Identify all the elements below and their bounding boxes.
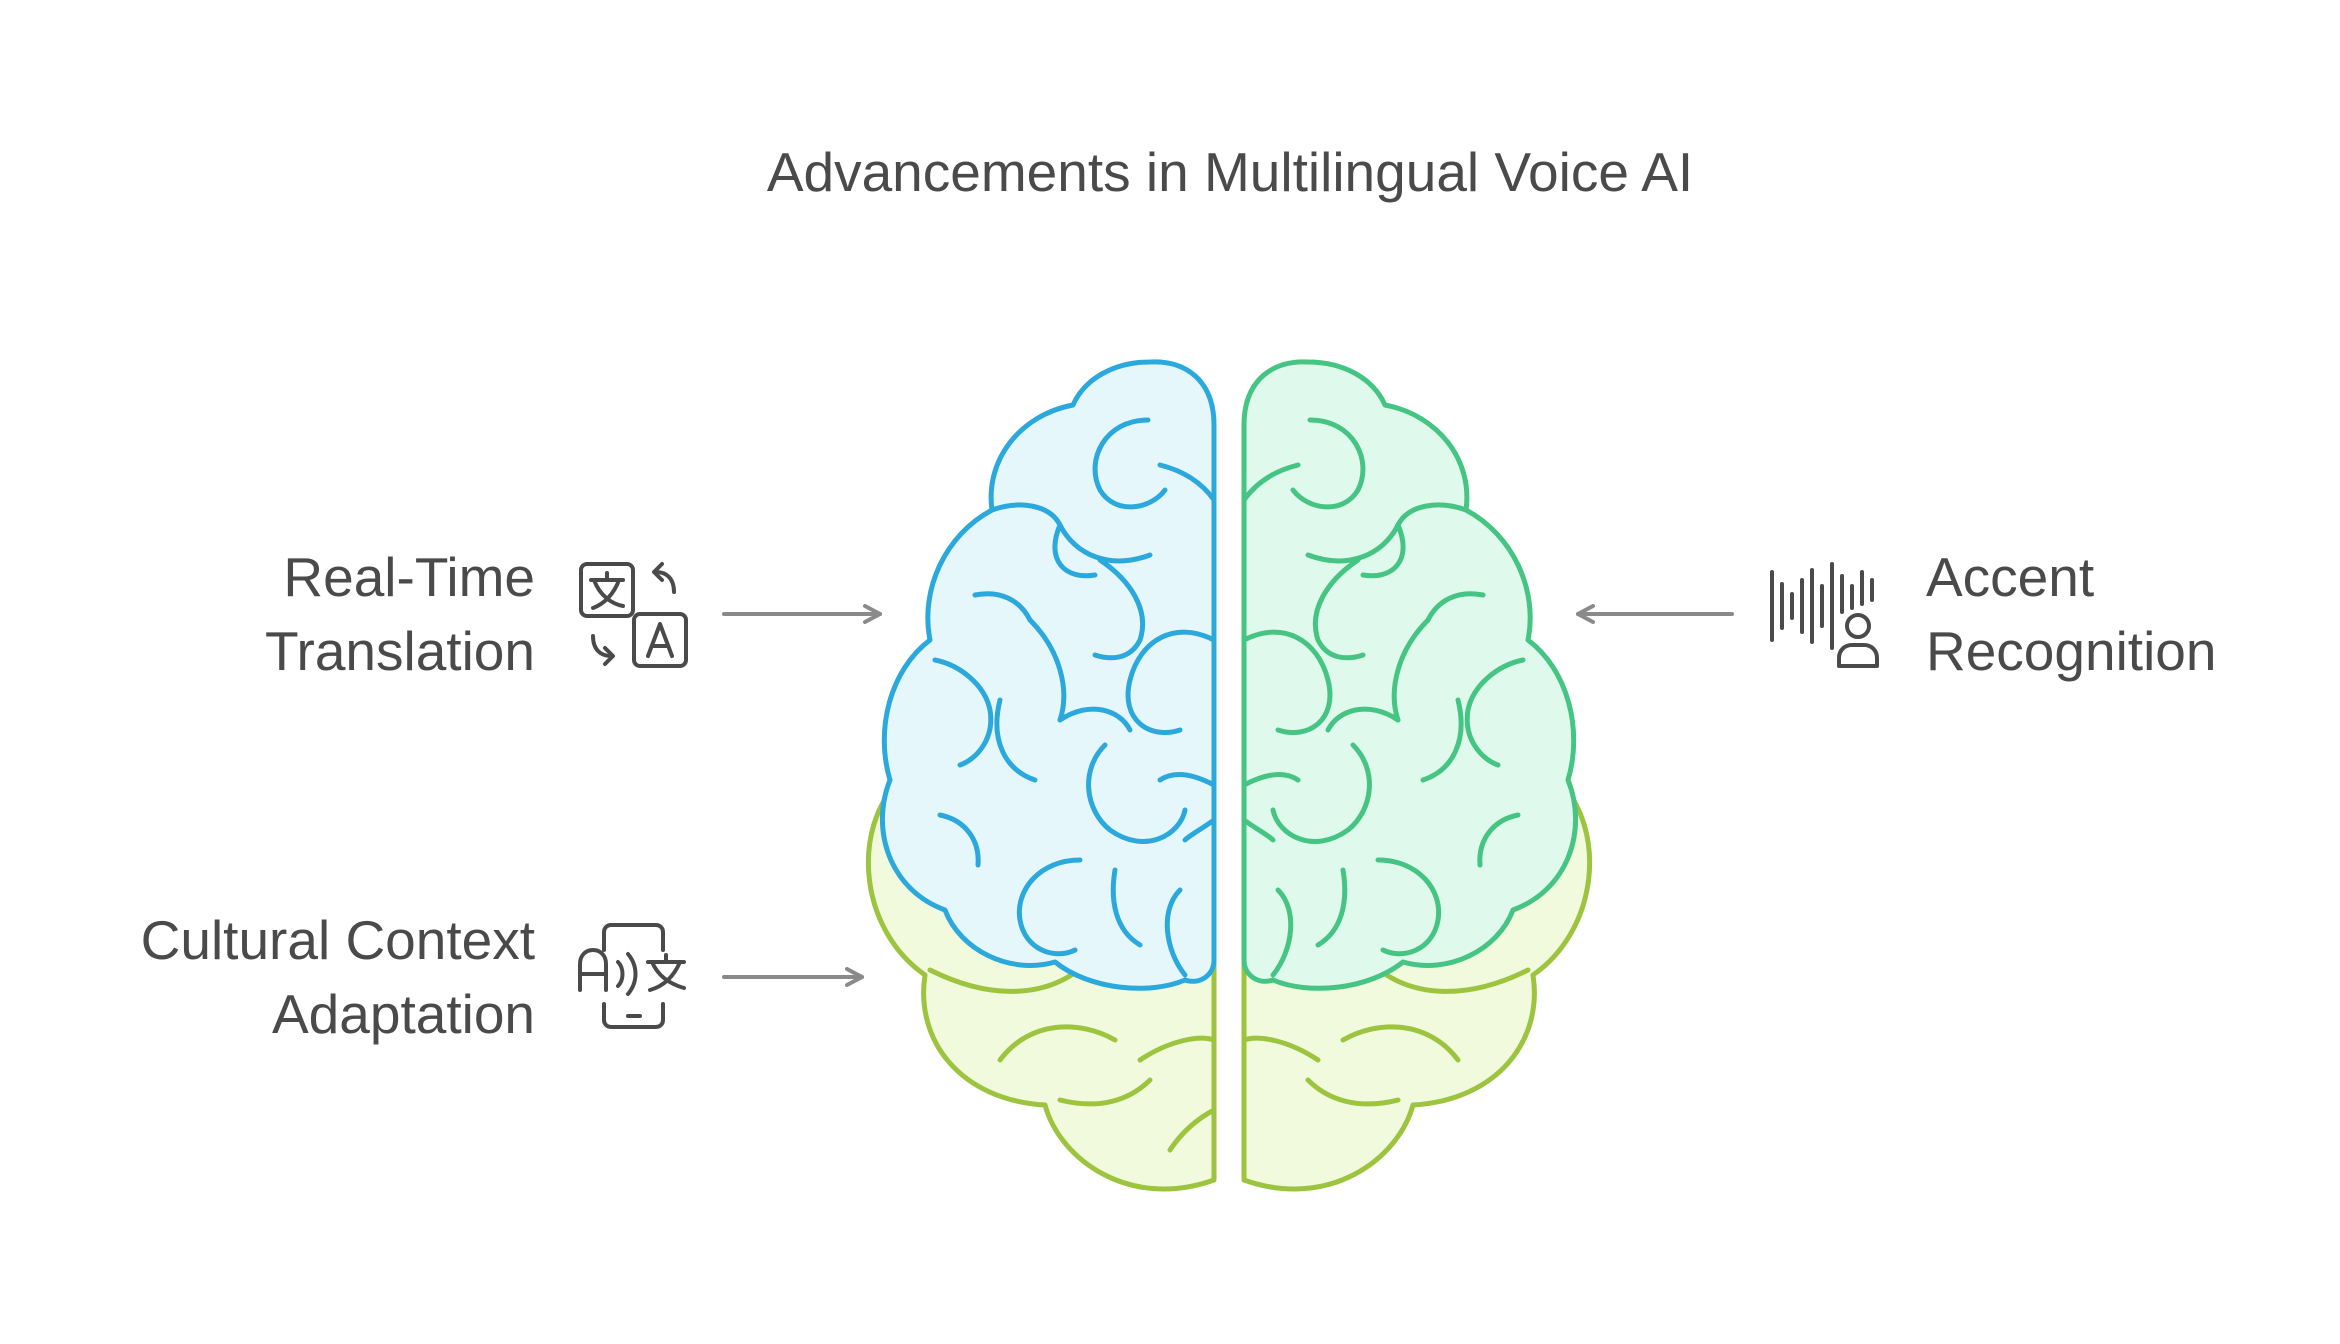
label-accent-recognition: Accent Recognition: [1926, 540, 2216, 688]
brain-right-folds: [1241, 417, 1526, 978]
brain-left-folds: [932, 417, 1217, 978]
label-line: Real-Time: [283, 546, 535, 608]
label-line: Adaptation: [272, 983, 535, 1045]
label-line: Translation: [264, 620, 535, 682]
label-line: Cultural Context: [140, 909, 535, 971]
label-line: Accent: [1926, 546, 2095, 608]
voice-translate-device-icon: [578, 923, 686, 1029]
diagram-title: Advancements in Multilingual Voice AI: [766, 141, 1694, 203]
label-line: Recognition: [1926, 620, 2217, 682]
voice-waveform-user-icon: [1770, 562, 1879, 668]
brain-right-hemisphere: [1241, 359, 1578, 991]
label-real-time-translation: Real-Time Translation: [265, 540, 535, 688]
translate-icon: [579, 562, 688, 668]
label-cultural-context-adaptation: Cultural Context Adaptation: [141, 903, 535, 1051]
brain-left-hemisphere: [880, 359, 1217, 991]
